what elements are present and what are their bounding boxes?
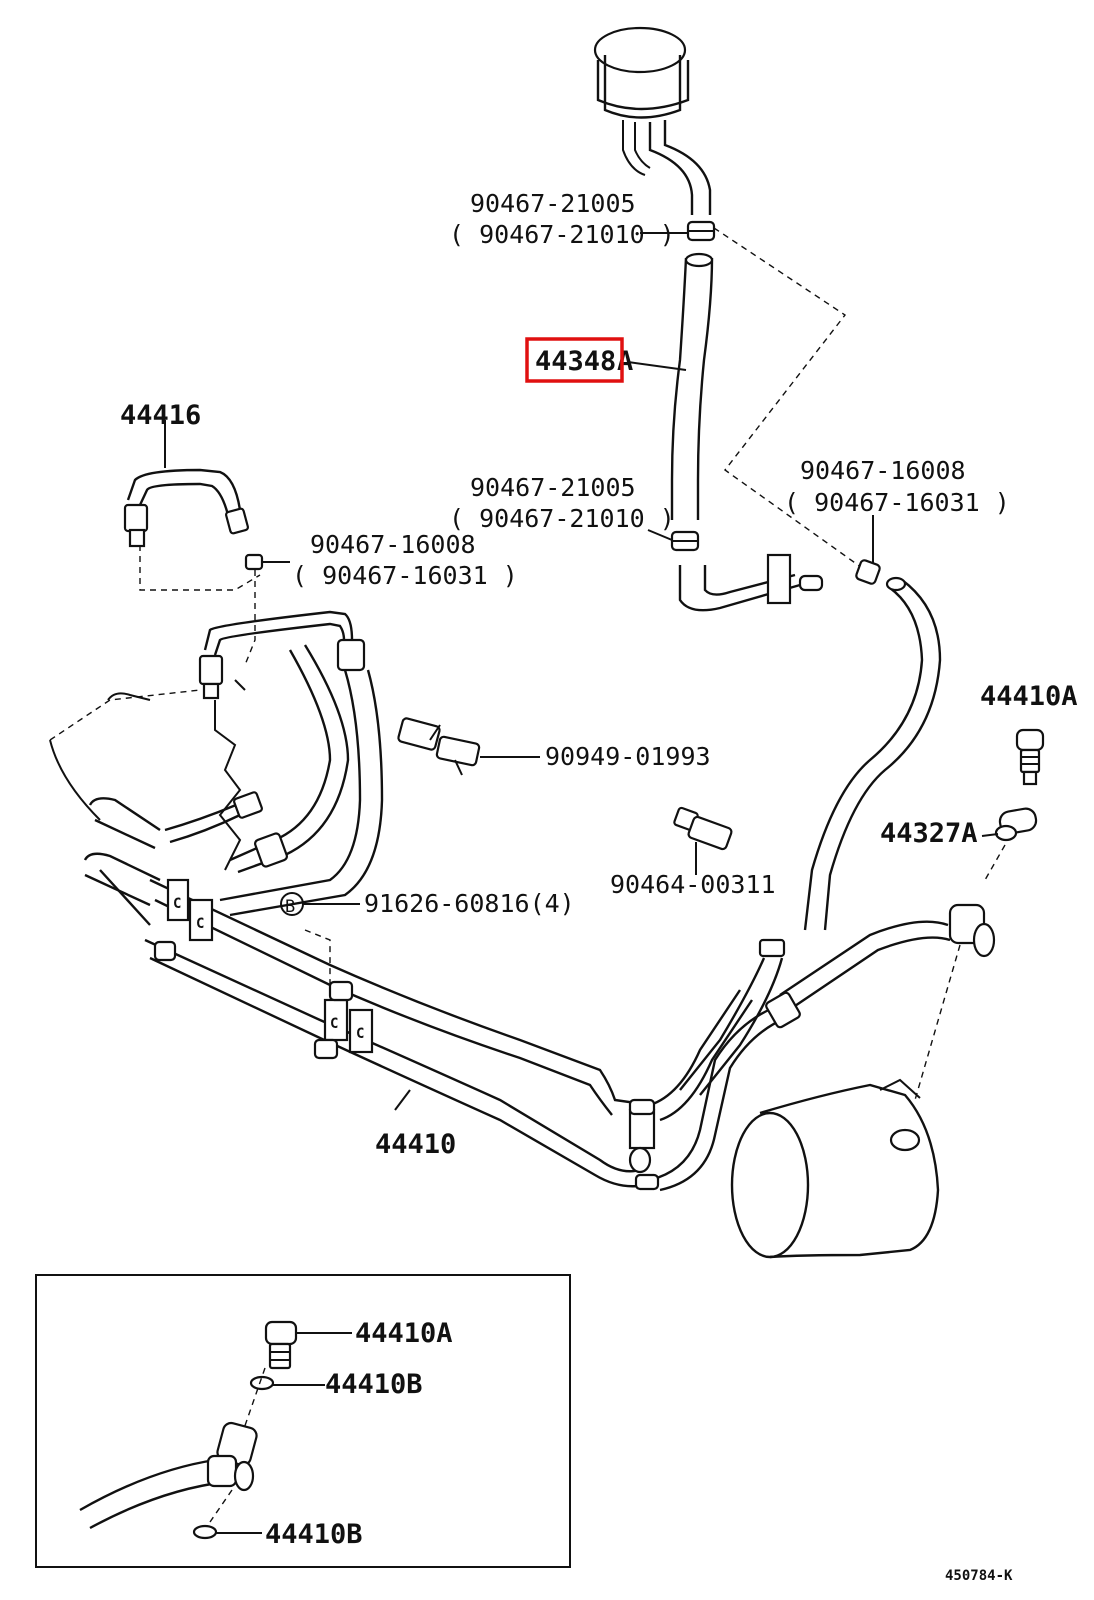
- label-bolt-b: 91626-60816(4): [364, 889, 575, 918]
- label-clamp-right-alt: ( 90467-16031 ): [784, 488, 1010, 517]
- clamp-mid: [670, 530, 700, 552]
- clip-90464: [673, 806, 733, 851]
- clip-90949: [397, 717, 481, 776]
- bracket-right: [628, 1098, 660, 1191]
- label-tube-44410: 44410: [375, 1129, 456, 1160]
- svg-text:C: C: [196, 916, 204, 932]
- bracket-left: C C: [153, 878, 214, 962]
- union-bolt-right: [1015, 728, 1045, 786]
- label-clamp-left: 90467-16008: [310, 530, 476, 559]
- label-union-bolt: 44410A: [980, 681, 1078, 712]
- label-gasket: 44327A: [880, 818, 978, 849]
- svg-text:C: C: [330, 1016, 338, 1032]
- label-clamp-top: 90467-21005: [470, 189, 636, 218]
- label-clamp-right: 90467-16008: [800, 456, 966, 485]
- pump-body: [730, 1078, 940, 1259]
- label-hose-suffix: A: [617, 346, 633, 377]
- label-inset-gasket-top: 44410B: [325, 1369, 423, 1400]
- reservoir: [593, 26, 712, 215]
- gasket-44327a: [994, 807, 1038, 842]
- label-inset-gasket-bottom: 44410B: [265, 1519, 363, 1550]
- bracket-mid: C C: [313, 980, 374, 1060]
- label-clamp-left-alt: ( 90467-16031 ): [292, 561, 518, 590]
- return-hose: [679, 576, 942, 1096]
- highlight-box: [525, 337, 624, 383]
- label-clip-90464: 90464-00311: [610, 870, 776, 899]
- label-clamp-mid: 90467-21005: [470, 473, 636, 502]
- label-tube-44416: 44416: [120, 400, 201, 431]
- label-hose-part: 44348: [535, 346, 616, 377]
- tube-44410: [144, 878, 787, 1192]
- hose-44348a: [670, 252, 714, 520]
- label-inset-bolt: 44410A: [355, 1318, 453, 1349]
- svg-text:C: C: [356, 1026, 364, 1042]
- diagram-code: 450784-K: [945, 1568, 1013, 1584]
- svg-text:C: C: [173, 896, 181, 912]
- bolt-b-marker: B: [285, 897, 295, 917]
- label-clamp-top-alt: ( 90467-21010 ): [449, 220, 675, 249]
- clamp-top: [686, 220, 716, 242]
- label-clamp-mid-alt: ( 90467-21010 ): [449, 504, 675, 533]
- label-clip-90949: 90949-01993: [545, 742, 711, 771]
- tube-44416: [123, 468, 264, 571]
- detail-inset: [35, 1274, 571, 1568]
